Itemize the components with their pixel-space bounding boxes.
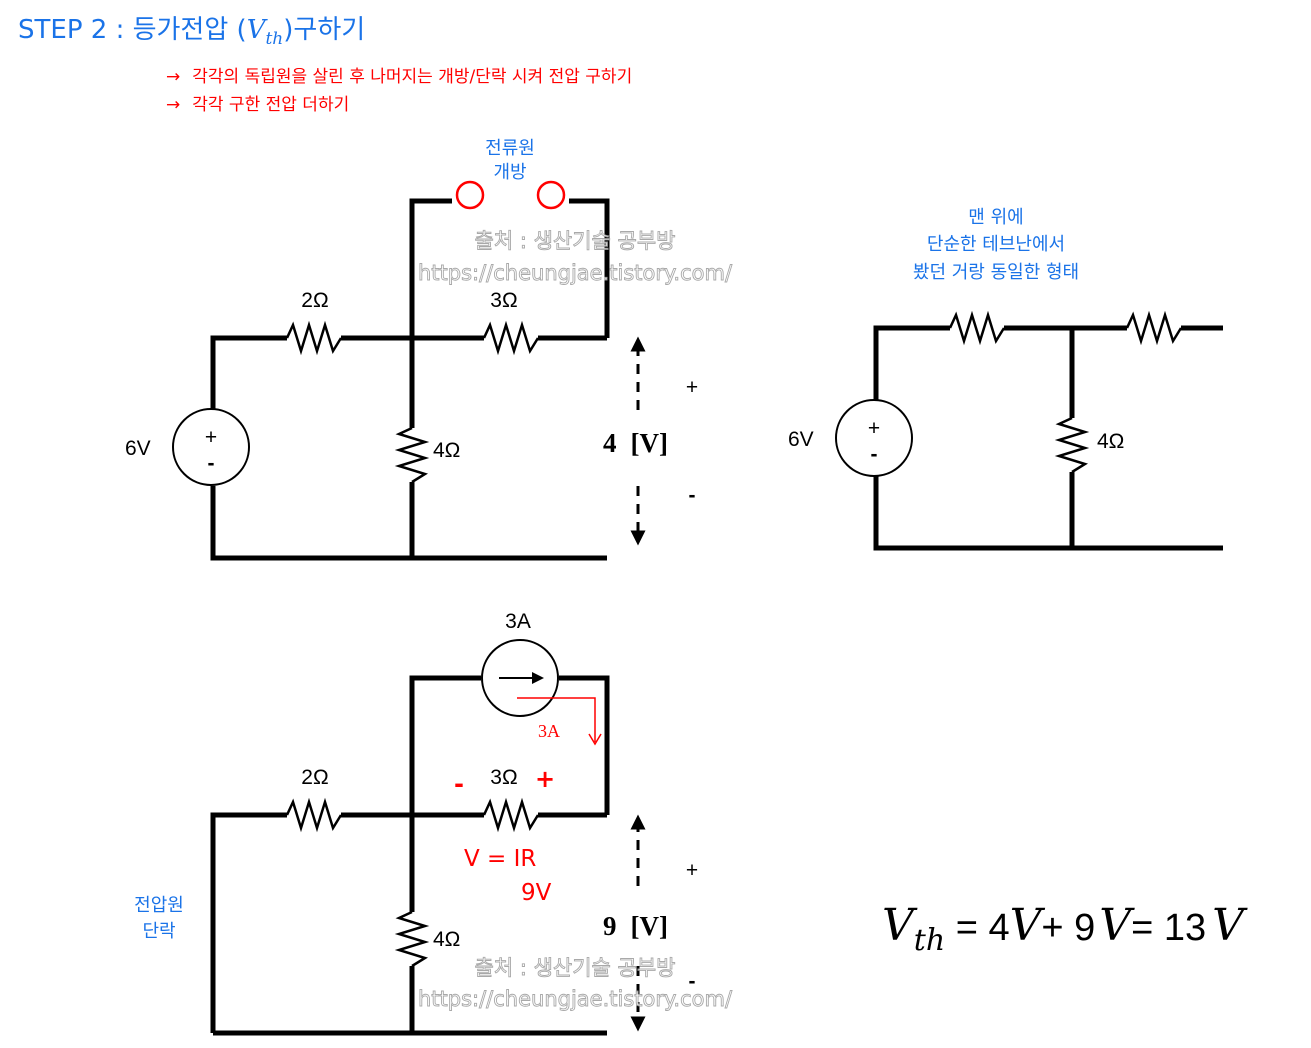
- c3-current-label: 3A: [505, 610, 531, 633]
- c2-source-minus: -: [871, 443, 878, 466]
- c1-resistor-2ohm: [285, 320, 343, 356]
- svg-text:https://cheungjae.tistory.com/: https://cheungjae.tistory.com/: [418, 261, 733, 285]
- c2-source-label: 6V: [788, 428, 814, 451]
- circuit-3: [210, 675, 610, 1036]
- watermark-top: 출처 : 생산기술 공부방 https://cheungjae.tistory.…: [418, 229, 734, 286]
- c3-resistor-4ohm: [394, 910, 430, 968]
- c1-open-terminal-right: [536, 180, 566, 210]
- c1-open-loop: [569, 198, 610, 338]
- c3-ohm-result: 9V: [521, 880, 552, 906]
- c3-r2-minus: -: [454, 770, 464, 798]
- svg-text:https://cheungjae.tistory.com/: https://cheungjae.tistory.com/: [418, 987, 733, 1011]
- c2-label-4ohm: 4Ω: [1097, 430, 1124, 453]
- c2-resistor-top-left: [948, 310, 1006, 346]
- c3-label-2ohm: 2Ω: [301, 766, 328, 789]
- note-line-1: →각각의 독립원을 살린 후 나머지는 개방/단락 시켜 전압 구하기: [166, 67, 632, 87]
- c3-short-note-2: 단락: [142, 921, 175, 942]
- c2-source-plus: +: [868, 417, 880, 440]
- svg-text:출처 : 생산기술 공부방: 출처 : 생산기술 공부방: [475, 229, 676, 253]
- note-line-2: →각각 구한 전압 더하기: [166, 95, 349, 115]
- c1-voltage-source: [172, 408, 250, 486]
- c3-resistor-3ohm: [482, 797, 540, 833]
- c2-note-2: 단순한 테브난에서: [927, 234, 1065, 255]
- c1-resistor-3ohm: [482, 320, 540, 356]
- c1-vout-plus: +: [686, 376, 698, 399]
- c2-resistor-top-right: [1125, 310, 1183, 346]
- c2-note-3: 봤던 거랑 동일한 형태: [913, 262, 1079, 283]
- c1-label-4ohm: 4Ω: [433, 439, 460, 462]
- c1-open-terminal-left: [455, 180, 485, 210]
- c1-open-note-2: 개방: [493, 162, 526, 183]
- c3-short-note-1: 전압원: [134, 895, 184, 916]
- c1-label-2ohm: 2Ω: [301, 289, 328, 312]
- c1-vout-minus: -: [689, 484, 696, 507]
- c2-voltage-source: [835, 399, 913, 477]
- svg-text:출처 : 생산기술 공부방: 출처 : 생산기술 공부방: [475, 956, 676, 980]
- c1-resistor-4ohm: [394, 426, 430, 484]
- c3-current-arrowhead: [532, 672, 544, 684]
- step-title: STEP 2 : 등가전압 (Vth)구하기: [18, 15, 365, 49]
- c1-label-3ohm: 3Ω: [490, 289, 517, 312]
- c3-current-flow-arrow: [517, 697, 596, 742]
- c3-vout-value: 9[V]: [603, 911, 668, 941]
- c1-source-label: 6V: [125, 437, 151, 460]
- watermark-bottom: 출처 : 생산기술 공부방 https://cheungjae.tistory.…: [418, 956, 734, 1012]
- circuit-1: [210, 198, 610, 561]
- c3-resistor-2ohm: [285, 797, 343, 833]
- c3-vout-plus: +: [686, 859, 698, 882]
- c3-label-3ohm: 3Ω: [490, 766, 517, 789]
- c3-vout-minus: -: [689, 970, 696, 993]
- c1-bottom-wire: [210, 486, 607, 561]
- c1-source-minus: -: [208, 452, 215, 475]
- c1-vout-value: 4[V]: [603, 428, 668, 458]
- c2-resistor-4ohm: [1054, 416, 1090, 474]
- c3-label-4ohm: 4Ω: [433, 928, 460, 951]
- c3-ohm-law: V = IR: [464, 846, 536, 872]
- c2-note-1: 맨 위에: [968, 207, 1023, 228]
- c1-open-note-1: 전류원: [485, 138, 535, 159]
- c1-source-plus: +: [205, 426, 217, 449]
- circuit-2: [873, 310, 1223, 551]
- c3-current-note: 3A: [538, 721, 560, 741]
- c3-r2-plus: +: [535, 765, 555, 793]
